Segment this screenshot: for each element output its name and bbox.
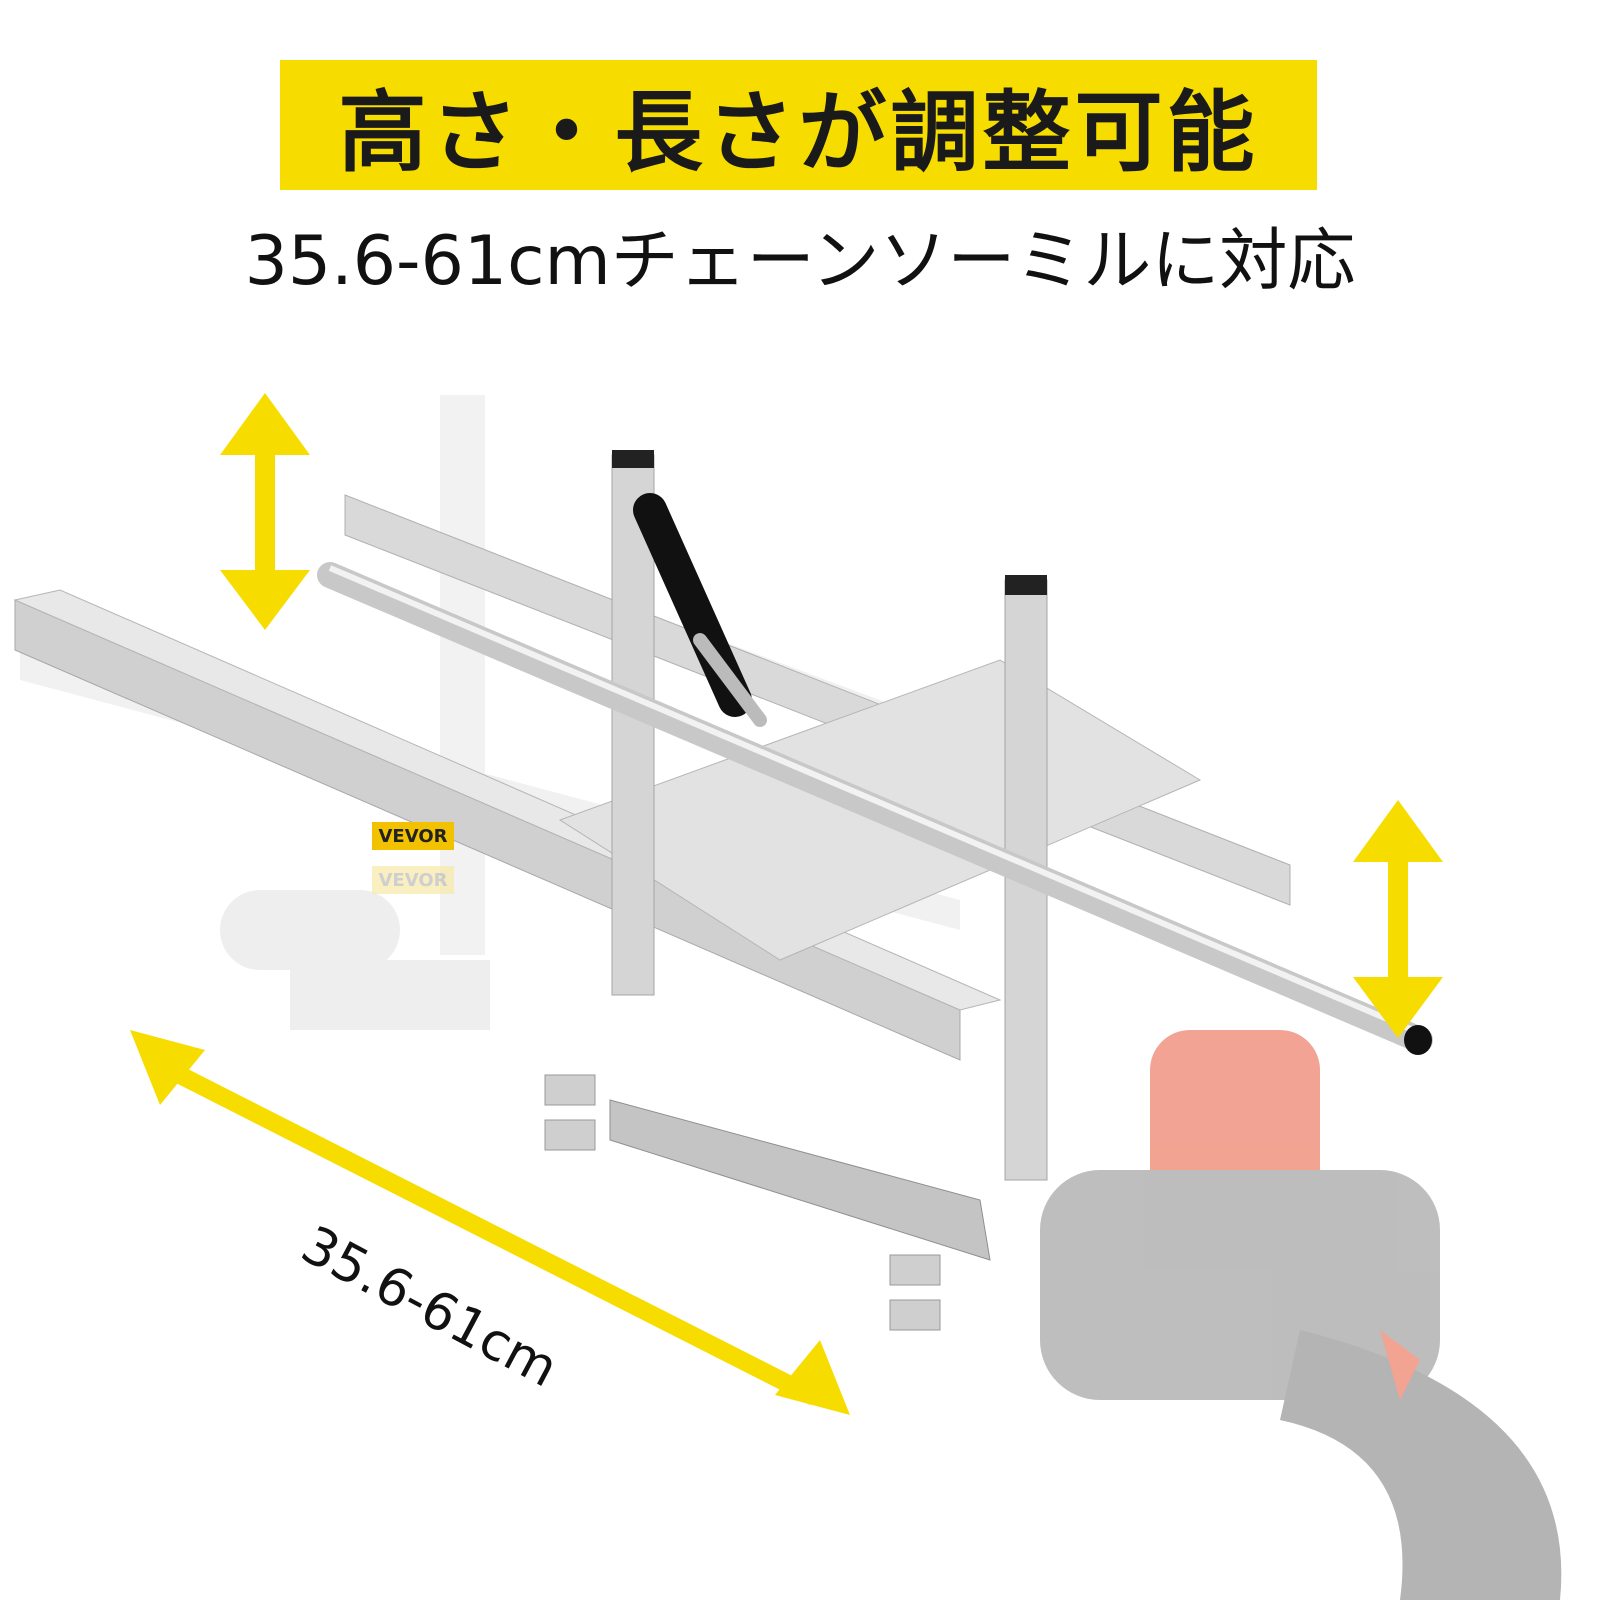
brand-logo: VEVOR <box>372 822 454 850</box>
chainsaw <box>1040 1030 1562 1600</box>
vertical-double-arrow-right-icon <box>1353 800 1443 1038</box>
handle <box>633 493 767 727</box>
main-bar <box>317 562 1433 1055</box>
subtitle-text: 35.6-61cmチェーンソーミルに対応 <box>244 222 1356 301</box>
headline-banner: 高さ・長さが調整可能 <box>280 60 1317 190</box>
diagonal-double-arrow-icon <box>130 1030 850 1415</box>
brand-logo-reflection: VEVOR <box>372 866 454 894</box>
headline-text: 高さ・長さが調整可能 <box>338 80 1259 184</box>
arrows <box>130 393 1443 1415</box>
chain-bar <box>609 1099 991 1261</box>
brackets <box>544 1074 941 1331</box>
vertical-double-arrow-left-icon <box>220 393 310 630</box>
